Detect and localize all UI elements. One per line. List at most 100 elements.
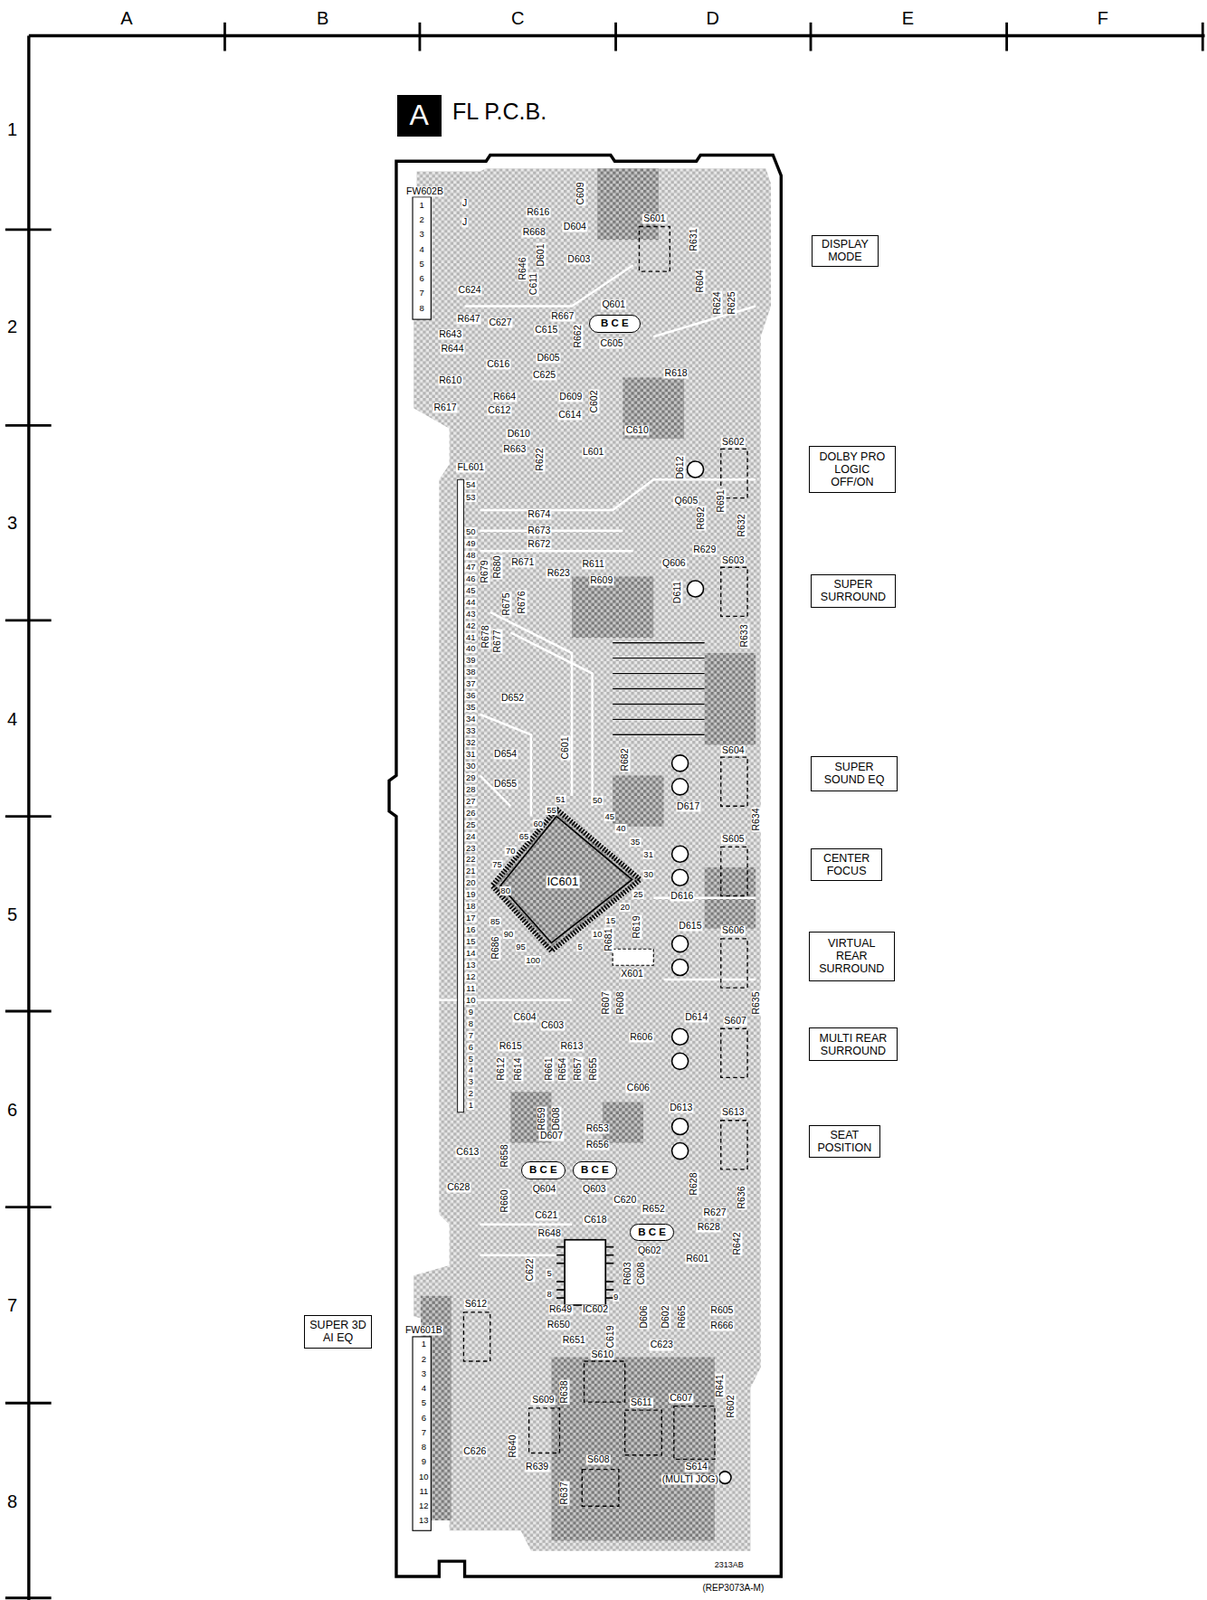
node-text: A xyxy=(409,99,429,133)
node-text: B C E xyxy=(580,1164,609,1177)
button-label-box: VIRTUAL REAR SURROUND xyxy=(808,931,895,981)
part-reference: R618 xyxy=(664,369,689,380)
part-reference: S601 xyxy=(642,213,667,224)
button-label-box: SUPER 3D AI EQ xyxy=(304,1315,371,1350)
part-reference: R679 xyxy=(480,559,491,584)
part-reference: D606 xyxy=(639,1304,650,1330)
button-label-box: SEAT POSITION xyxy=(808,1125,881,1159)
part-reference: C611 xyxy=(529,272,540,296)
part-reference: R639 xyxy=(524,1462,550,1473)
pin-number: 4 xyxy=(420,1384,428,1394)
pin-number: C609 xyxy=(576,181,587,207)
part-reference: X601 xyxy=(619,969,645,979)
pin-number: 35 xyxy=(629,837,642,847)
grid-reference: F xyxy=(1096,9,1110,29)
pin-number: 90 xyxy=(503,930,515,940)
button-label-box: CENTER FOCUS xyxy=(810,848,883,882)
transistor-pin-oval: B C E xyxy=(521,1161,567,1179)
grid-reference: 4 xyxy=(6,709,19,729)
pin-number: 55 xyxy=(545,806,558,816)
part-reference: D601 xyxy=(536,243,547,268)
part-reference: S611 xyxy=(629,1397,654,1408)
pin-number: 24 xyxy=(465,832,477,842)
part-reference: D655 xyxy=(493,779,518,789)
node-text: VIRTUAL REAR SURROUND xyxy=(813,937,891,976)
part-reference: R609 xyxy=(589,576,614,587)
part-reference: R653 xyxy=(585,1124,610,1135)
part-reference: R649 xyxy=(548,1304,573,1315)
part-reference: R638 xyxy=(560,1380,571,1406)
part-reference: R660 xyxy=(499,1189,510,1215)
part-reference: R635 xyxy=(751,991,762,1017)
part-reference: (MULTI JOG) xyxy=(661,1475,720,1486)
part-reference: S614 xyxy=(684,1462,709,1473)
grid-reference: 7 xyxy=(6,1296,19,1316)
part-reference: S613 xyxy=(721,1108,746,1119)
part-reference: Q603 xyxy=(581,1184,608,1195)
part-reference: L601 xyxy=(581,446,605,457)
part-reference: R671 xyxy=(510,557,535,568)
pin-number: 65 xyxy=(518,832,531,842)
pin-number: 40 xyxy=(615,824,628,834)
part-reference: C623 xyxy=(649,1340,675,1351)
part-reference: R619 xyxy=(632,914,643,940)
pin-number: 9 xyxy=(420,1457,428,1467)
pin-number: 95 xyxy=(514,942,527,952)
part-reference: R677 xyxy=(492,628,503,654)
pin-number: 27 xyxy=(465,797,477,807)
part-reference: C622 xyxy=(524,1257,535,1283)
part-reference: R643 xyxy=(437,330,463,341)
part-reference: R663 xyxy=(502,444,527,455)
pin-number: 8 xyxy=(420,1443,428,1453)
part-reference: D603 xyxy=(566,254,591,265)
button-label-box: SUPER SURROUND xyxy=(810,574,896,608)
pin-number: 10 xyxy=(591,930,604,940)
part-reference: R682 xyxy=(619,747,630,772)
part-reference: R612 xyxy=(496,1056,507,1082)
board-title: FL P.C.B. xyxy=(452,98,547,125)
part-reference: S612 xyxy=(464,1300,489,1311)
part-reference: C618 xyxy=(582,1215,608,1226)
pin-number: 18 xyxy=(465,902,477,912)
part-reference: R613 xyxy=(559,1041,584,1052)
part-reference: R634 xyxy=(751,807,762,833)
part-reference: C615 xyxy=(533,324,559,335)
node-text: MULTI REAR SURROUND xyxy=(813,1032,894,1058)
part-reference: S608 xyxy=(586,1454,611,1465)
pin-number: 25 xyxy=(632,890,645,900)
part-reference: Q605 xyxy=(674,496,700,507)
part-reference: R628 xyxy=(696,1222,722,1233)
part-reference: R615 xyxy=(498,1041,523,1052)
part-reference: C606 xyxy=(626,1083,651,1094)
part-reference: R646 xyxy=(517,256,528,281)
button-label-box: DOLBY PRO LOGIC OFF/ON xyxy=(808,446,896,494)
part-reference: Q602 xyxy=(636,1245,663,1256)
pin-number: 44 xyxy=(465,598,477,608)
grid-reference: D xyxy=(705,9,721,29)
part-reference: C626 xyxy=(462,1446,487,1457)
pin-number: 10 xyxy=(418,1473,430,1483)
transistor-pin-oval: B C E xyxy=(572,1161,618,1179)
pin-number: 30 xyxy=(642,870,655,880)
pin-number: 9 xyxy=(612,1292,619,1303)
pin-number: 50 xyxy=(591,796,604,806)
pin-number: 39 xyxy=(465,655,477,666)
pin-number: 17 xyxy=(465,913,477,923)
pin-number: 14 xyxy=(465,949,477,959)
pin-number: 9 xyxy=(467,1007,475,1017)
part-reference: D652 xyxy=(500,693,525,704)
part-reference: D609 xyxy=(558,392,583,403)
pin-number: 36 xyxy=(465,691,477,701)
node-text: DISPLAY MODE xyxy=(816,237,874,264)
part-reference: C603 xyxy=(540,1021,565,1032)
node-text: B C E xyxy=(529,1164,558,1177)
part-reference: R666 xyxy=(709,1321,734,1332)
part-reference: R657 xyxy=(572,1056,583,1082)
pin-number: 20 xyxy=(618,902,631,913)
pin-number: 10 xyxy=(465,996,477,1006)
part-reference: R611 xyxy=(581,560,606,571)
transistor-pin-oval: B C E xyxy=(629,1224,675,1242)
part-reference: R652 xyxy=(641,1205,666,1216)
node-text: SUPER SOUND EQ xyxy=(815,760,894,787)
